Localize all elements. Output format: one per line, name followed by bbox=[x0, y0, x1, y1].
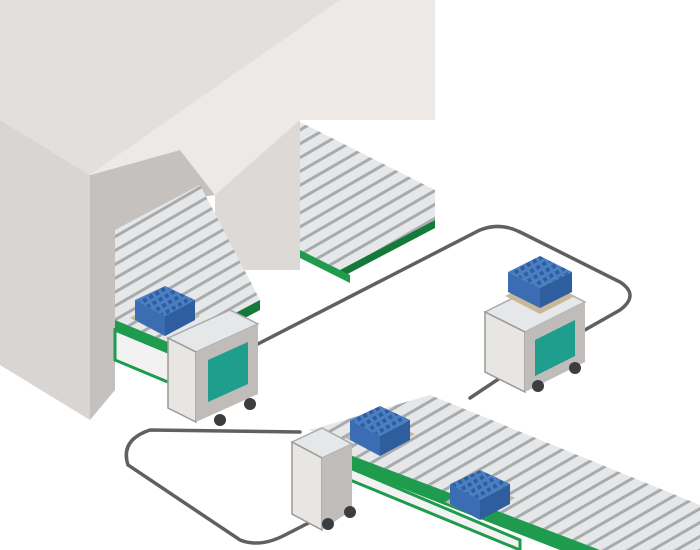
crate bbox=[345, 406, 415, 456]
crate bbox=[130, 286, 200, 336]
conveyor-belt-upper bbox=[300, 122, 435, 283]
agv-robot bbox=[290, 427, 356, 532]
agv-guide-path bbox=[124, 224, 632, 545]
agv-robot bbox=[483, 256, 587, 394]
agv-robot bbox=[166, 309, 260, 426]
crate bbox=[445, 470, 515, 520]
warehouse-building bbox=[0, 0, 435, 420]
